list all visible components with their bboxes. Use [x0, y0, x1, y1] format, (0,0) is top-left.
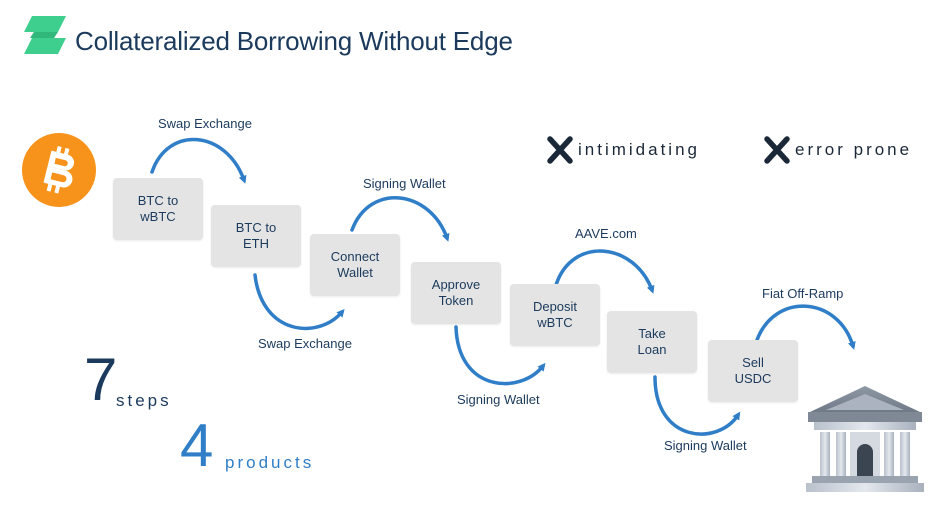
products-count: 4: [180, 412, 214, 479]
transition-label: Signing Wallet: [664, 438, 747, 453]
step-approve-token: Approve Token: [411, 262, 501, 324]
steps-word: steps: [116, 391, 172, 410]
step-deposit-wbtc: Deposit wBTC: [510, 284, 600, 346]
transition-label: AAVE.com: [575, 226, 637, 241]
products-word: products: [225, 453, 315, 472]
steps-count: 7: [84, 346, 118, 413]
step-sell-usdc: Sell USDC: [708, 340, 798, 402]
step-connect-wallet: Connect Wallet: [310, 234, 400, 296]
transition-label: Signing Wallet: [363, 176, 446, 191]
step-btc-to-eth: BTC to ETH: [211, 205, 301, 267]
arrow-signing-wallet-1: [350, 196, 450, 242]
bitcoin-icon: [22, 133, 96, 212]
transition-label: Signing Wallet: [457, 392, 540, 407]
drawback-error-prone: error prone: [763, 136, 912, 164]
edge-logo-icon: [24, 16, 66, 61]
arrow-aave: [554, 249, 655, 294]
drawback-text: intimidating: [578, 140, 700, 159]
transition-label: Swap Exchange: [158, 116, 252, 131]
step-btc-to-wbtc: BTC to wBTC: [113, 178, 203, 240]
x-mark-icon: [547, 136, 573, 164]
arrow-signing-wallet-2: [454, 325, 546, 386]
arrow-signing-wallet-3: [653, 375, 741, 436]
bank-icon: [806, 384, 924, 501]
page-title: Collateralized Borrowing Without Edge: [75, 26, 513, 56]
drawback-text: error prone: [795, 140, 913, 159]
arrow-swap-exchange-1: [150, 137, 247, 184]
step-take-loan: Take Loan: [607, 311, 697, 373]
drawback-intimidating: intimidating: [546, 136, 700, 164]
x-mark-icon: [764, 136, 790, 164]
transition-label: Swap Exchange: [258, 336, 352, 351]
transition-label: Fiat Off-Ramp: [762, 286, 844, 301]
arrow-fiat-off-ramp: [755, 304, 856, 350]
arrow-swap-exchange-2: [253, 273, 345, 331]
